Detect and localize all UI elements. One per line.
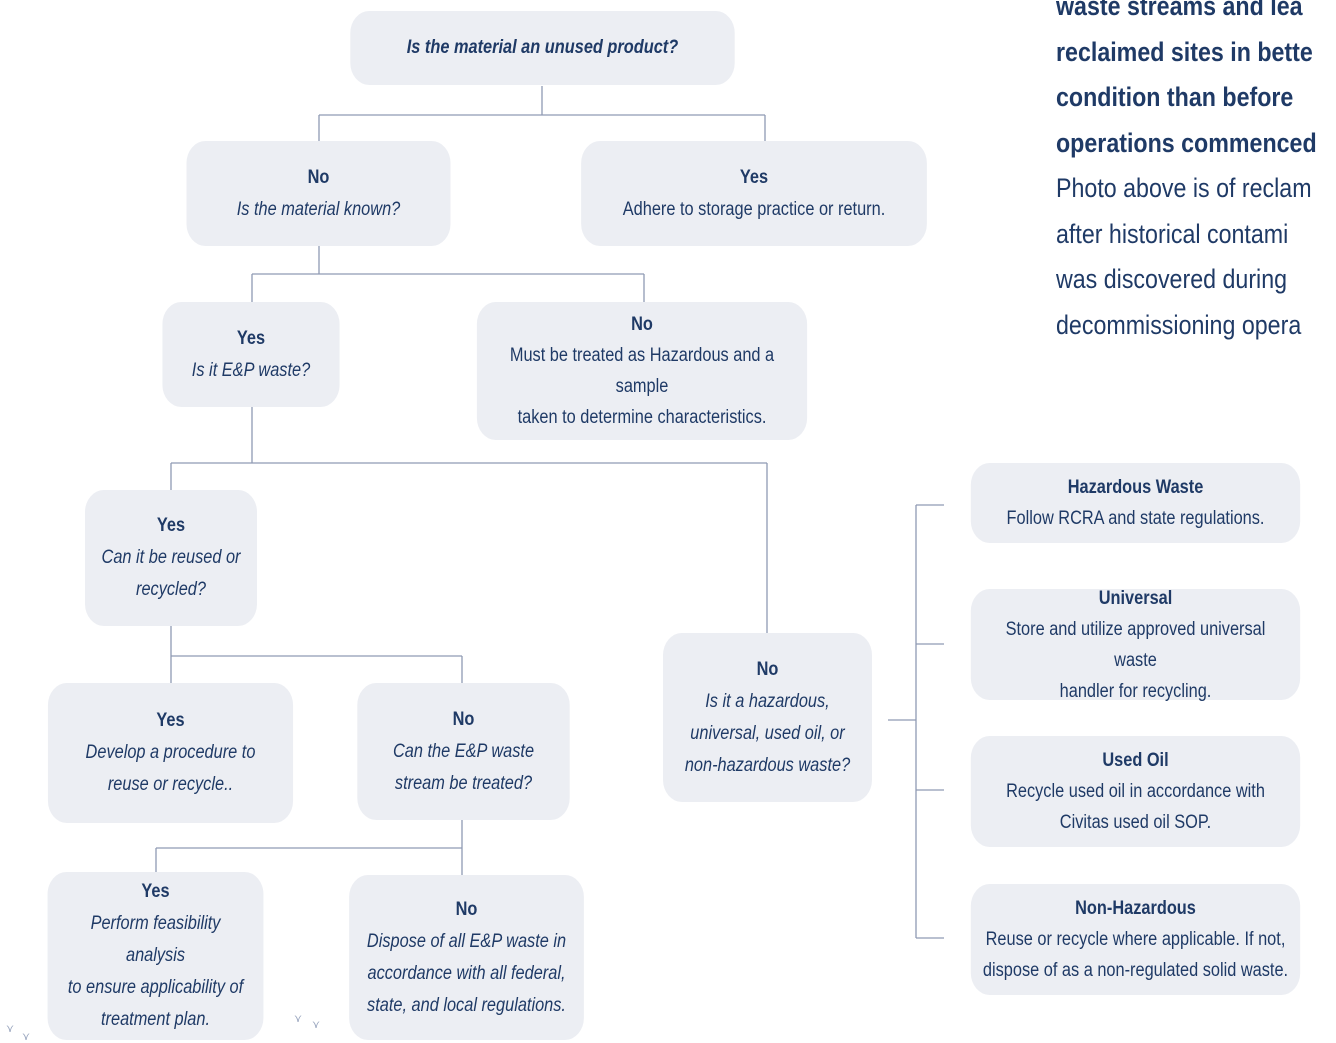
sidebar-bold-line: waste streams and lea (1056, 0, 1303, 21)
node-text-line: Is it a hazardous, (705, 690, 830, 712)
node-text-line: Develop a procedure to (85, 742, 256, 763)
node-text-line: state, and local regulations. (367, 994, 566, 1016)
sparkle-icon: ⋎ (312, 1019, 321, 1031)
node-ep-waste: Yes Is it E&P waste? (162, 302, 340, 407)
node-text-line: universal, used oil, or (690, 722, 845, 744)
node-heading: Universal (1098, 587, 1173, 609)
node-heading: No (307, 166, 330, 188)
node-adhere-storage: Yes Adhere to storage practice or return… (581, 141, 927, 246)
node-text-line: reuse or recycle.. (107, 774, 234, 795)
sidebar-body-line: Photo above is of reclam (1056, 173, 1312, 203)
node-text-line: Can the E&P waste (392, 740, 535, 762)
node-heading: No (756, 658, 779, 680)
node-reuse-recycle: Yes Can it be reused or recycled? (85, 490, 257, 626)
node-material-known: No Is the material known? (186, 141, 451, 246)
sidebar-body-line: decommissioning opera (1056, 309, 1302, 340)
node-text-line: recycled? (136, 579, 206, 600)
node-heading: Hazardous Waste (1067, 477, 1204, 498)
node-heading: Yes (236, 327, 266, 349)
sparkle-icon: ⋎ (6, 1023, 15, 1035)
node-text-line: non-hazardous waste? (684, 754, 851, 776)
node-used-oil: Used Oil Recycle used oil in accordance … (970, 736, 1301, 847)
node-text-line: Follow RCRA and state regulations. (1006, 508, 1265, 529)
sidebar-bold-line: operations commenced (1056, 127, 1317, 158)
node-text-line: Reuse or recycle where applicable. If no… (985, 929, 1286, 950)
node-heading: No (452, 708, 475, 730)
node-heading: Yes (156, 515, 186, 536)
node-feasibility-analysis: Yes Perform feasibility analysis to ensu… (47, 872, 264, 1040)
node-text-line: accordance with all federal, (367, 962, 566, 984)
node-stream-treated: No Can the E&P waste stream be treated? (357, 683, 570, 820)
node-text-line: Recycle used oil in accordance with (1006, 781, 1265, 802)
node-heading: Non-Hazardous (1075, 898, 1196, 919)
node-text-line: Dispose of all E&P waste in (366, 930, 567, 952)
node-text-line: treatment plan. (100, 1009, 211, 1030)
node-text-line: Perform feasibility analysis (90, 913, 221, 966)
node-heading: Yes (739, 166, 769, 188)
node-text-line: to ensure applicability of (67, 977, 244, 998)
node-treat-hazardous: No Must be treated as Hazardous and a sa… (476, 302, 808, 440)
node-develop-procedure: Yes Develop a procedure to reuse or recy… (47, 683, 294, 823)
node-heading: No (455, 898, 478, 920)
node-text-line: Can it be reused or (101, 547, 241, 568)
node-text-line: taken to determine characteristics. (517, 407, 767, 428)
node-text-line: dispose of as a non-regulated solid wast… (982, 960, 1289, 981)
node-text: Is it E&P waste? (191, 359, 311, 381)
node-heading: No (631, 314, 653, 335)
node-waste-category: No Is it a hazardous, universal, used oi… (663, 633, 872, 802)
sidebar-bold-line: reclaimed sites in bette (1056, 36, 1313, 67)
node-heading: Yes (141, 881, 170, 902)
node-text: Is the material known? (236, 198, 401, 220)
node-text-line: Store and utilize approved universal was… (1005, 618, 1266, 671)
node-hazardous-waste: Hazardous Waste Follow RCRA and state re… (970, 463, 1301, 543)
node-unused-product: Is the material an unused product? (350, 11, 735, 85)
sidebar-body-line: after historical contami (1056, 218, 1289, 249)
sparkle-icon: ⋎ (22, 1031, 31, 1043)
node-text-line: stream be treated? (394, 772, 533, 794)
sidebar-bold-line: condition than before (1056, 82, 1294, 112)
node-text-line: Must be treated as Hazardous and a sampl… (509, 345, 775, 397)
sparkle-icon: ⋎ (294, 1013, 303, 1025)
node-question: Is the material an unused product? (406, 37, 679, 58)
node-text-line: Civitas used oil SOP. (1059, 812, 1212, 833)
node-heading: Used Oil (1102, 750, 1169, 771)
sidebar-body-line: was discovered during (1056, 264, 1288, 294)
node-dispose-ep-waste: No Dispose of all E&P waste in accordanc… (349, 875, 584, 1040)
sidebar-text: waste streams and lea reclaimed sites in… (1056, 0, 1336, 348)
node-text: Adhere to storage practice or return. (622, 198, 886, 220)
node-non-hazardous: Non-Hazardous Reuse or recycle where app… (970, 884, 1301, 995)
node-heading: Yes (156, 710, 185, 731)
node-universal-waste: Universal Store and utilize approved uni… (970, 588, 1301, 702)
node-text-line: handler for recycling. (1059, 680, 1212, 702)
